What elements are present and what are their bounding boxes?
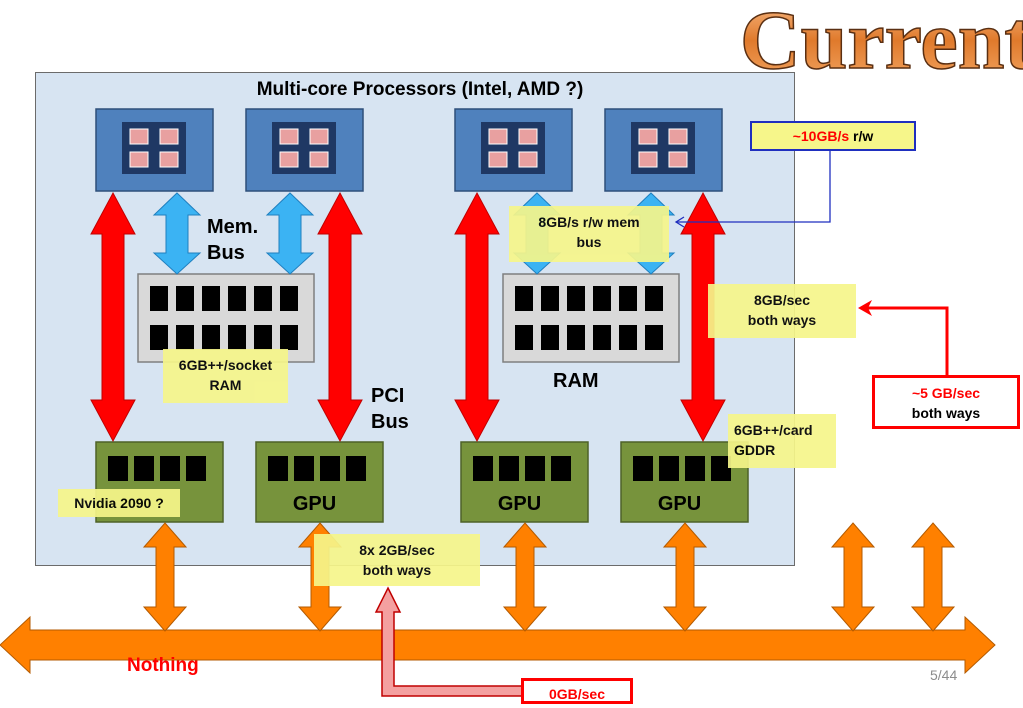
current-logo: Current bbox=[739, 0, 1023, 78]
panel-title: Multi-core Processors (Intel, AMD ?) bbox=[256, 79, 584, 100]
gpu-label-4: GPU bbox=[657, 493, 702, 515]
gpu-label-2: GPU bbox=[292, 493, 337, 515]
zero-gb-callout: 0GB/sec bbox=[521, 678, 633, 704]
pci-arrow-2 bbox=[317, 191, 363, 443]
mem-arrow-2 bbox=[265, 192, 315, 275]
pci-bus-label: PCI Bus bbox=[371, 385, 409, 433]
network-bandwidth-note: 8x 2GB/sec both ways bbox=[314, 534, 480, 586]
ten-gb-callout: ~10GB/s r/w bbox=[750, 121, 916, 151]
gpu-label-3: GPU bbox=[497, 493, 542, 515]
nothing-label: Nothing bbox=[127, 655, 199, 676]
cpu-socket-1 bbox=[95, 108, 214, 192]
cpu-socket-2 bbox=[245, 108, 364, 192]
bus-link-5 bbox=[830, 522, 876, 632]
logo-text: Current bbox=[740, 0, 1023, 78]
bus-link-1 bbox=[142, 522, 188, 632]
bus-link-3 bbox=[502, 522, 548, 632]
ram-label: RAM bbox=[553, 370, 599, 392]
five-gb-pointer bbox=[868, 306, 949, 375]
pci-arrow-3 bbox=[454, 191, 500, 443]
ten-gb-pointer bbox=[676, 150, 831, 223]
pci-arrow-4 bbox=[680, 191, 726, 443]
bus-link-4 bbox=[662, 522, 708, 632]
page-number: 5/44 bbox=[930, 667, 958, 683]
socket-ram-note: 6GB++/socket RAM bbox=[163, 349, 288, 403]
cpu-socket-4 bbox=[604, 108, 723, 192]
ram-module-right bbox=[502, 273, 680, 363]
card-ram-note: 6GB++/card GDDR bbox=[728, 414, 836, 468]
nvidia-note: Nvidia 2090 ? bbox=[58, 489, 180, 517]
network-bus-arrow bbox=[0, 615, 996, 675]
mem-bandwidth-note: 8GB/s r/w mem bus bbox=[509, 206, 669, 262]
mem-bus-label: Mem. Bus bbox=[207, 216, 259, 264]
five-gb-callout: ~5 GB/sec both ways bbox=[872, 375, 1020, 429]
pci-bandwidth-note: 8GB/sec both ways bbox=[708, 284, 856, 338]
cpu-socket-3 bbox=[454, 108, 573, 192]
pci-arrow-1 bbox=[90, 191, 136, 443]
mem-arrow-1 bbox=[152, 192, 202, 275]
bus-link-6 bbox=[910, 522, 956, 632]
